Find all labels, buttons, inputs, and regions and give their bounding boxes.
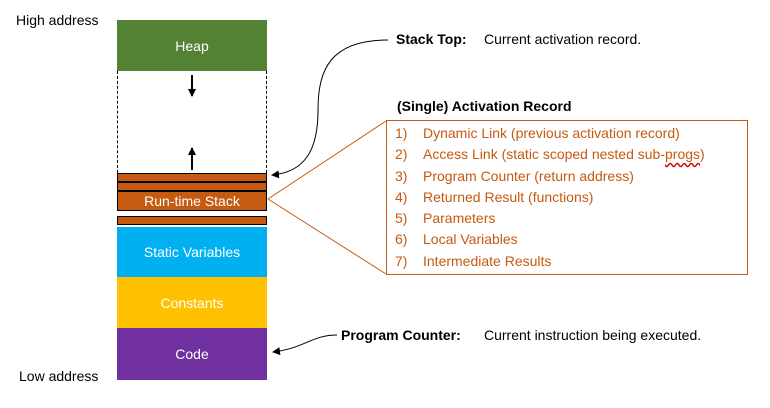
stack-top-connector: [271, 39, 389, 179]
activation-record-callout-line: [267, 198, 387, 275]
stack-top-heading: Stack Top:: [396, 31, 467, 47]
runtime-stack-label: Run-time Stack: [144, 193, 240, 209]
free-memory-region: [117, 71, 267, 173]
record-item: 3)Program Counter (return address): [395, 167, 634, 184]
record-item: 2)Access Link (static scoped nested sub-…: [395, 146, 705, 163]
record-item: 5)Parameters: [395, 210, 496, 227]
stack-top-description: Current activation record.: [484, 31, 642, 47]
constants-segment: Constants: [117, 277, 267, 328]
record-item: 7)Intermediate Results: [395, 252, 552, 269]
program-counter-heading: Program Counter:: [341, 327, 461, 343]
heap-segment: Heap: [117, 20, 267, 71]
code-label: Code: [175, 346, 209, 362]
runtime-stack-segment: Run-time Stack: [117, 191, 267, 211]
static-variables-label: Static Variables: [143, 244, 241, 260]
record-item: 6)Local Variables: [395, 231, 518, 248]
stack-frame-stripe: [117, 182, 267, 191]
constants-label: Constants: [160, 294, 224, 311]
high-address-label: High address: [16, 12, 99, 28]
record-item: 1)Dynamic Link (previous activation reco…: [395, 125, 680, 141]
record-item: 4)Returned Result (functions): [395, 188, 594, 205]
activation-record-callout-line: [267, 120, 387, 200]
stack-frame-stripe: [117, 216, 267, 225]
static-variables-segment: Static Variables: [117, 227, 267, 277]
program-counter-description: Current instruction being executed.: [484, 327, 702, 343]
code-segment: Code: [117, 328, 267, 380]
spellcheck-flagged-word: progs: [665, 146, 701, 163]
heap-label: Heap: [175, 37, 209, 54]
activation-record-title: (Single) Activation Record: [397, 98, 572, 114]
stack-frame-stripe: [117, 173, 267, 182]
activation-record-box: 1)Dynamic Link (previous activation reco…: [386, 120, 748, 275]
program-counter-connector: [272, 334, 338, 356]
low-address-label: Low address: [19, 368, 99, 384]
